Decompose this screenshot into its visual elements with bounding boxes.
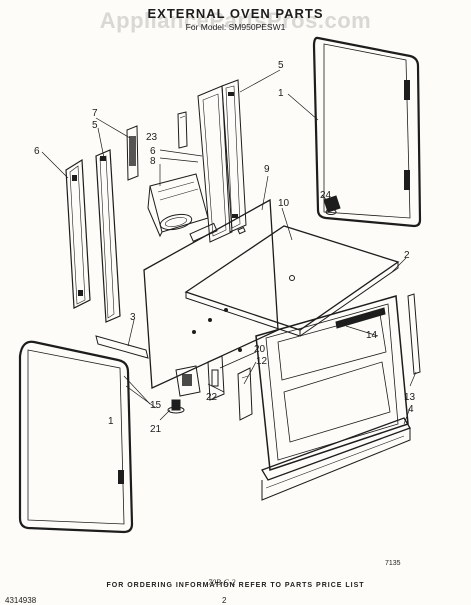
leader-lines [41,69,417,425]
callout-3: 3 [130,312,136,323]
part-8-housing [147,173,209,238]
model-subtitle: For Model: SM950PESW1 [185,22,286,32]
callout-labels: 1 2 3 4 5 5 6 6 7 8 9 10 12 13 14 15 20 … [34,60,416,435]
callout-6-left: 6 [34,146,40,157]
callout-1-lower: 1 [108,416,114,427]
callout-4: 4 [408,404,414,415]
part-5-left-trim [95,149,121,323]
callout-6-middle: 6 [150,146,156,157]
part-5-right-trim [221,79,247,233]
part-6-side-panel [197,85,233,243]
part-1-upper-gasket [312,36,422,228]
callout-21: 21 [150,424,162,435]
footer-code: 70B-C-2 [208,578,236,587]
part-23-bracket [177,111,188,149]
doc-number: 4314938 [5,596,37,605]
callout-9: 9 [264,164,270,175]
callout-7: 7 [92,108,98,119]
callout-20: 20 [254,344,266,355]
callout-8: 8 [150,156,156,167]
watermark: AppliancePartsPros.com [99,8,372,33]
part-20-hinge [207,355,225,401]
part-14-strip [335,307,386,329]
figure-code: 7135 [385,560,401,567]
ordering-note: FOR ORDERING INFORMATION REFER TO PARTS … [106,582,365,589]
part-6-left-side-panel [65,158,91,309]
callout-10: 10 [278,198,290,209]
callout-1-upper: 1 [278,88,284,99]
part-13-side-trim [407,293,421,375]
part-4-kick-plate [261,417,411,501]
callout-22: 22 [206,392,218,403]
callout-24: 24 [320,190,332,201]
part-21-leveling-leg [167,399,185,414]
callout-14: 14 [366,330,378,341]
part-22-hinge-pin [175,365,201,397]
part-1-lower-gasket [18,340,134,534]
callout-15: 15 [150,400,162,411]
page-number: 2 [222,596,227,605]
callout-2: 2 [404,250,410,261]
diagram-title: EXTERNAL OVEN PARTS [147,6,324,21]
part-24-plug [323,195,341,215]
part-3-brace [95,335,149,359]
callout-5-lower: 5 [92,120,98,131]
part-7-strip [126,125,139,181]
part-12-hinge [237,367,253,421]
callout-5-upper: 5 [278,60,284,71]
callout-13: 13 [404,392,416,403]
callout-23: 23 [146,132,158,143]
callout-12: 12 [256,356,268,367]
